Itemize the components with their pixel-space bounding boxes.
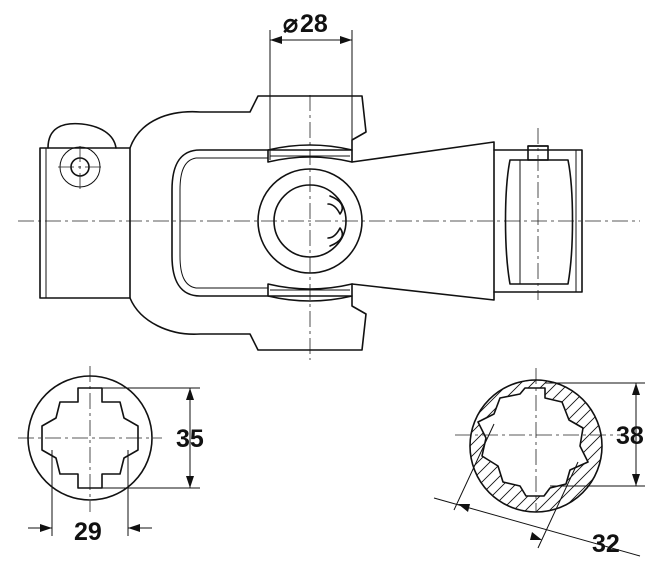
joint-side-view: ⌀ 28	[18, 10, 640, 360]
dimension-35: 35	[102, 387, 204, 489]
left-width-label: 29	[74, 518, 102, 546]
diameter-value: 28	[300, 10, 328, 38]
right-hub	[493, 128, 583, 300]
dimension-diameter-28: ⌀ 28	[269, 10, 353, 160]
right-height-label: 38	[616, 422, 644, 450]
left-spline-section: 35 29	[18, 366, 204, 546]
dimension-32: 32	[433, 423, 641, 558]
left-height-label: 35	[176, 425, 204, 453]
cross-pin-bore	[257, 168, 363, 274]
right-section-outer-circle	[469, 379, 603, 513]
right-sleeve-taper	[351, 141, 495, 301]
left-section-outer-circle	[27, 375, 153, 501]
dimension-38: 38	[545, 382, 645, 487]
left-hub	[39, 122, 131, 299]
right-spline-profile	[477, 387, 589, 497]
diameter-symbol: ⌀	[283, 10, 298, 38]
bearing-cap-bottom	[267, 283, 353, 302]
right-diagonal-label: 32	[592, 530, 620, 558]
dimension-29: 29	[28, 450, 152, 546]
right-spline-section: 38 32	[433, 368, 645, 558]
yoke-fork	[129, 95, 367, 351]
